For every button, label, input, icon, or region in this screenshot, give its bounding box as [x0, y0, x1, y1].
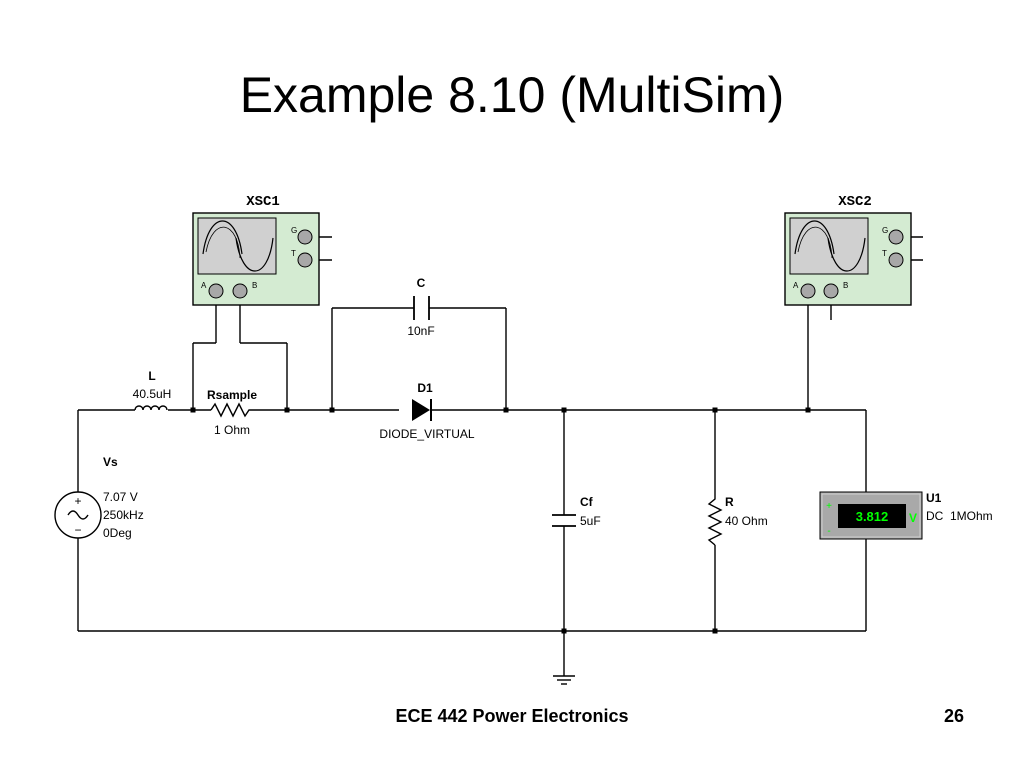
xsc2-g-label: G — [882, 226, 888, 235]
xsc1-trace-1 — [202, 220, 243, 255]
junction-dots — [190, 407, 811, 634]
xsc2-trace-2 — [827, 237, 866, 272]
xsc1-a-terminal[interactable] — [208, 283, 224, 299]
voltmeter-u1[interactable]: 3.812 V + - U1 DC 1MOhm — [819, 491, 993, 540]
xsc2-t-label: T — [882, 249, 887, 258]
source-phase: 0Deg — [103, 526, 132, 540]
meter-unit: V — [909, 511, 917, 525]
capacitor-c[interactable]: C 10nF — [407, 276, 434, 338]
source-frequency: 250kHz — [103, 508, 144, 522]
meter-reading: 3.812 — [856, 509, 889, 524]
inductor-l[interactable]: L 40.5uH — [133, 369, 172, 411]
resistor-rsample[interactable]: Rsample 1 Ohm — [207, 388, 257, 437]
voltmeter-mode: DC 1MOhm — [926, 509, 993, 523]
inductor-coil-icon — [134, 405, 168, 411]
ground-icon — [553, 675, 575, 685]
oscilloscope-xsc2[interactable]: XSC2 G T A B — [784, 194, 912, 306]
capacitor-c-value: 10nF — [407, 324, 434, 338]
meter-minus: - — [827, 526, 830, 537]
resistor-r-zigzag-icon — [707, 495, 723, 546]
diode-name: D1 — [417, 381, 433, 395]
xsc2-label: XSC2 — [838, 194, 872, 210]
inductor-name: L — [148, 369, 155, 383]
xsc1-g-label: G — [291, 226, 297, 235]
diode-d1[interactable]: D1 DIODE_VIRTUAL — [379, 381, 474, 441]
xsc1-label: XSC1 — [246, 194, 280, 210]
inductor-value: 40.5uH — [133, 387, 172, 401]
xsc2-a-label: A — [793, 281, 799, 290]
source-name: Vs — [103, 455, 118, 469]
source-minus: − — [74, 523, 81, 537]
capacitor-c-name: C — [417, 276, 426, 290]
capacitor-cf[interactable]: Cf 5uF — [552, 495, 601, 528]
footer-course-title: ECE 442 Power Electronics — [395, 706, 629, 726]
rsample-value: 1 Ohm — [214, 423, 250, 437]
resistor-r[interactable]: R 40 Ohm — [707, 495, 768, 546]
xsc1-t-terminal[interactable] — [297, 252, 313, 268]
xsc1-trace-2 — [235, 237, 274, 272]
ac-source-vs[interactable]: + − Vs 7.07 V 250kHz 0Deg — [54, 455, 144, 540]
xsc2-g-terminal[interactable] — [888, 229, 904, 245]
capacitor-cf-name: Cf — [580, 495, 594, 509]
diode-value: DIODE_VIRTUAL — [379, 427, 474, 441]
xsc1-b-label: B — [252, 281, 257, 290]
xsc2-a-terminal[interactable] — [800, 283, 816, 299]
resistor-r-value: 40 Ohm — [725, 514, 768, 528]
xsc1-g-terminal[interactable] — [297, 229, 313, 245]
oscilloscope-xsc1[interactable]: XSC1 G T A B — [192, 194, 320, 306]
xsc2-trace-1 — [794, 220, 835, 255]
xsc2-t-terminal[interactable] — [888, 252, 904, 268]
xsc2-b-label: B — [843, 281, 848, 290]
meter-plus: + — [826, 501, 832, 512]
source-plus: + — [74, 494, 81, 508]
xsc1-b-terminal[interactable] — [232, 283, 248, 299]
rsample-zigzag-icon — [210, 402, 253, 418]
wires — [77, 236, 923, 676]
source-amplitude: 7.07 V — [103, 490, 138, 504]
sine-wave-icon — [67, 510, 89, 520]
voltmeter-name: U1 — [926, 491, 942, 505]
footer-page-number: 26 — [943, 706, 964, 726]
meter-display — [838, 504, 906, 528]
diode-triangle-icon — [412, 399, 430, 421]
rsample-name: Rsample — [207, 388, 257, 402]
capacitor-cf-value: 5uF — [580, 514, 601, 528]
slide-title: Example 8.10 (MultiSim) — [239, 67, 785, 123]
xsc2-b-terminal[interactable] — [823, 283, 839, 299]
resistor-r-name: R — [725, 495, 734, 509]
xsc1-a-label: A — [201, 281, 207, 290]
xsc1-t-label: T — [291, 249, 296, 258]
